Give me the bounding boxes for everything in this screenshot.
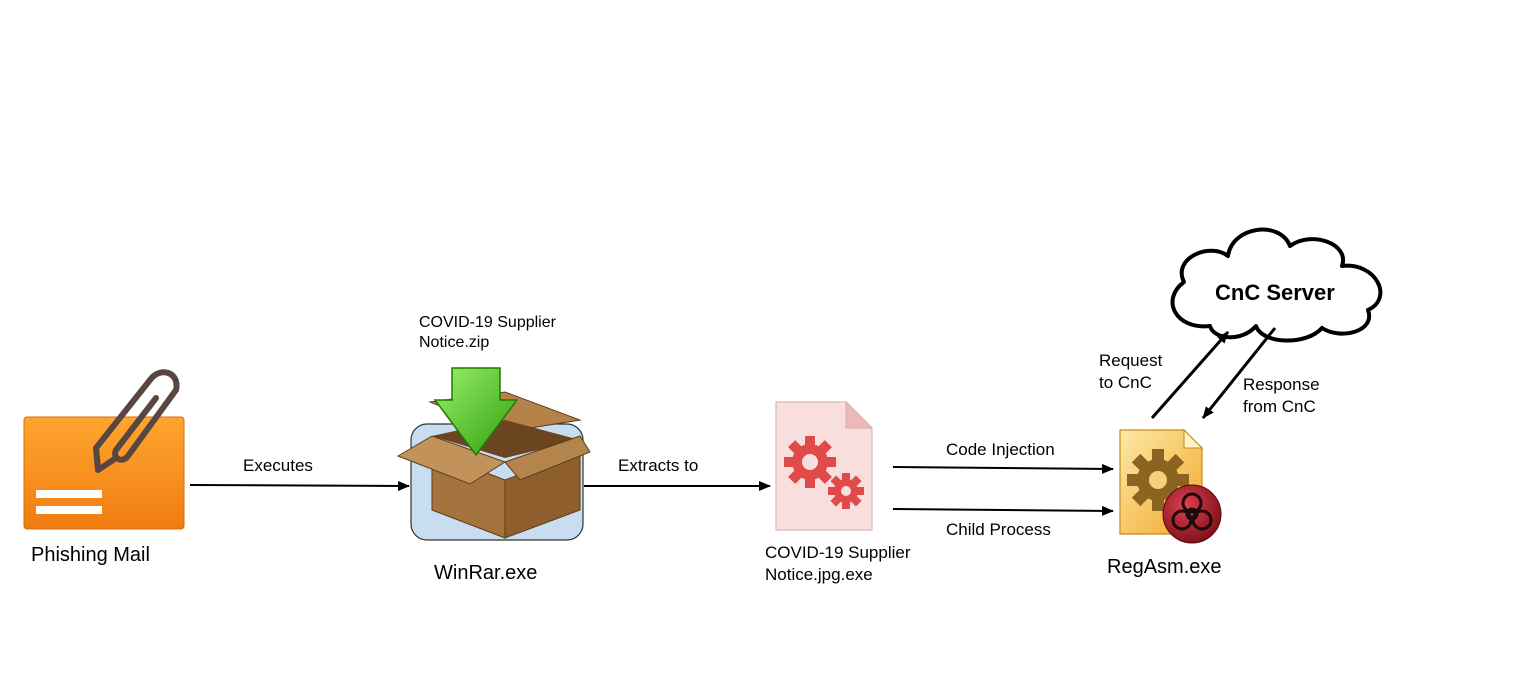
cloud-icon <box>1170 227 1383 343</box>
response-label-line1: Response <box>1243 375 1320 394</box>
cnc-server-label: CnC Server <box>1215 280 1335 305</box>
request-arrow <box>1150 331 1230 419</box>
mail-paperclip-icon <box>23 369 185 530</box>
payload-label: COVID-19 Supplier Notice.jpg.exe <box>765 542 911 586</box>
code-injection-label: Code Injection <box>946 440 1055 459</box>
download-arrow-icon <box>433 367 519 457</box>
payload-label-line2: Notice.jpg.exe <box>765 565 873 584</box>
biohazard-icon <box>1162 484 1222 544</box>
response-arrow <box>1201 327 1277 419</box>
zip-file-label: COVID-19 Supplier Notice.zip <box>419 313 556 353</box>
request-label: Request to CnC <box>1099 350 1162 394</box>
child-process-label: Child Process <box>946 520 1051 539</box>
gear-document-icon <box>775 400 874 531</box>
request-label-line2: to CnC <box>1099 373 1152 392</box>
regasm-label: RegAsm.exe <box>1107 556 1222 578</box>
executes-label: Executes <box>243 456 313 475</box>
zip-file-label-line2: Notice.zip <box>419 334 490 351</box>
request-label-line1: Request <box>1099 351 1163 370</box>
child-process-arrow <box>892 505 1114 516</box>
code-injection-arrow <box>892 463 1114 474</box>
phishing-mail-label: Phishing Mail <box>31 544 150 566</box>
winrar-label: WinRar.exe <box>434 562 538 584</box>
payload-label-line1: COVID-19 Supplier <box>765 543 911 562</box>
response-label-line2: from CnC <box>1243 397 1316 416</box>
executes-arrow <box>189 480 410 491</box>
zip-file-label-line1: COVID-19 Supplier <box>419 314 556 331</box>
response-label: Response from CnC <box>1243 374 1320 418</box>
extracts-to-label: Extracts to <box>618 456 699 475</box>
